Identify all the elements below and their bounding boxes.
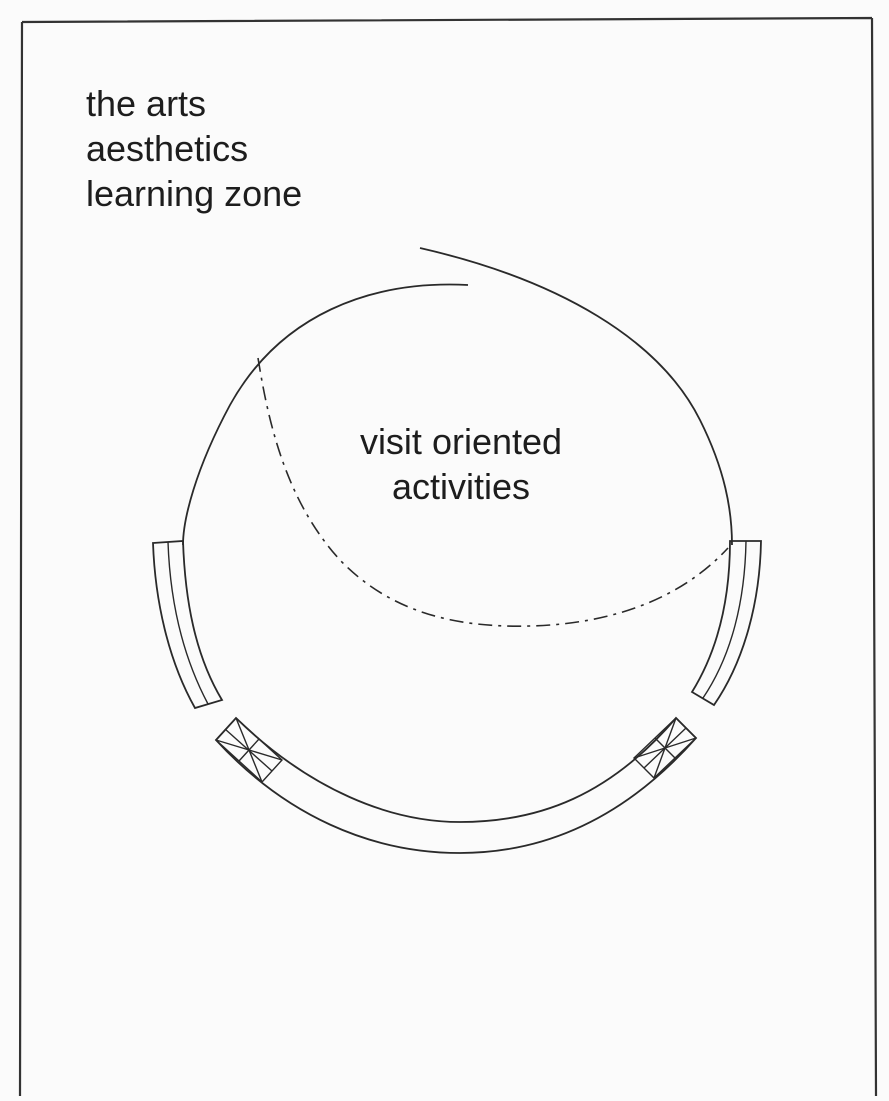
bench-bottom [214, 716, 698, 854]
zone-circle-outline-right [419, 247, 733, 546]
zone-title-line-1: the arts [86, 83, 207, 124]
zone-title: the arts aesthetics learning zone [86, 81, 302, 216]
activity-zone-boundary [257, 357, 729, 627]
frame-border [18, 16, 878, 1097]
center-label-line-2: activities [391, 466, 531, 507]
bench-bottom-right-crossbox [632, 717, 698, 779]
bench-right-inner [702, 540, 747, 699]
bench-left-inner [167, 541, 209, 705]
center-activity-label: visit oriented activities [330, 419, 592, 509]
bench-bottom-left-crossbox [215, 717, 283, 783]
bench-right [690, 540, 762, 707]
zone-title-line-3: learning zone [86, 173, 303, 214]
bench-left [152, 540, 224, 710]
zone-circle-outline [182, 283, 469, 546]
zone-title-line-2: aesthetics [86, 128, 249, 169]
center-label-line-1: visit oriented [359, 421, 563, 462]
